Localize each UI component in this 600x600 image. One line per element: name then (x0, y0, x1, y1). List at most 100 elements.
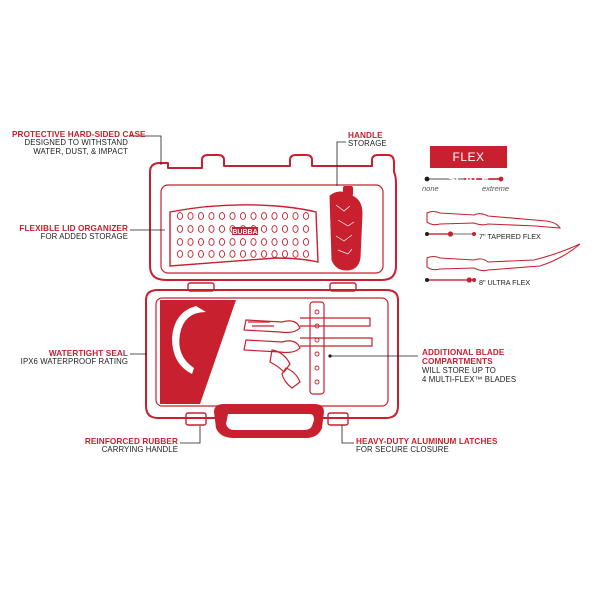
organizer-hole (271, 225, 278, 233)
organizer-hole (187, 238, 194, 246)
organizer-hole (229, 250, 236, 258)
organizer-hole (197, 225, 205, 233)
blade-tapered-scale (425, 231, 476, 237)
organizer-hole (250, 250, 257, 258)
organizer-hole (302, 250, 310, 258)
callout-handle-storage-title: HANDLE (348, 131, 383, 140)
brand-tag-text: BUBBA (232, 229, 257, 236)
knife-handles (243, 317, 373, 389)
organizer-hole (176, 212, 184, 220)
flex-scale-title: FLEX SCALE (430, 146, 507, 186)
callout-handle-grip-title: REINFORCED RUBBER (84, 437, 178, 446)
callout-case-line-2: WATER, DUST, & IMPACT (33, 147, 128, 157)
organizer-hole (229, 212, 236, 220)
callout-handle-grip-line-1: CARRYING HANDLE (101, 445, 178, 455)
organizer-hole (176, 225, 184, 233)
flex-scale-bar (424, 176, 504, 182)
callout-blades-line-2: 4 MULTI-FLEX™ BLADES (422, 374, 517, 384)
organizer-hole (218, 212, 226, 220)
organizer-hole (260, 225, 268, 233)
blade-tapered (426, 210, 562, 229)
blade-tapered-label: 7" TAPERED FLEX (479, 232, 541, 241)
flex-scale-title-scale: SCALE (447, 172, 490, 186)
callout-lid-title: FLEXIBLE LID ORGANIZER (19, 224, 128, 233)
callout-handle-storage-line-1: STORAGE (348, 139, 387, 149)
organizer-hole (176, 238, 184, 246)
organizer-hole (197, 250, 205, 258)
hinge-right (329, 282, 357, 292)
organizer-hole (260, 250, 268, 258)
blade-ultra-label: 8" ULTRA FLEX (479, 278, 531, 287)
callout-case-line-1: DESIGNED TO WITHSTAND (24, 138, 128, 148)
organizer-hole (208, 250, 215, 258)
organizer-hole (302, 225, 310, 233)
blade-ultra-scale (425, 277, 476, 283)
leader-case (130, 135, 162, 165)
latch-right[interactable] (327, 412, 349, 426)
organizer-hole (197, 212, 205, 220)
flex-scale-min-label: none (422, 184, 439, 193)
organizer-hole (260, 238, 268, 246)
leader-handle-grip (180, 426, 201, 444)
callout-seal: WATERTIGHT SEAL IPX6 WATERPROOF RATING (12, 349, 128, 367)
organizer-hole (208, 225, 215, 233)
blade-ultra (426, 243, 581, 272)
flex-start-dot (425, 278, 429, 282)
lid-outline (149, 154, 397, 281)
callout-latches: HEAVY-DUTY ALUMINUM LATCHES FOR SECURE C… (356, 437, 498, 455)
organizer-hole (187, 250, 194, 258)
flex-marker (447, 231, 454, 237)
handle-storage-texture (335, 204, 355, 255)
latch-left[interactable] (185, 412, 207, 426)
flex-marker (466, 277, 472, 283)
callout-handle-storage: HANDLE STORAGE (348, 131, 387, 149)
organizer-hole (271, 212, 278, 220)
handle-storage-shape (329, 191, 363, 271)
organizer-hole (187, 212, 194, 220)
organizer-hole (208, 212, 215, 220)
callout-lid-line-1: FOR ADDED STORAGE (40, 232, 128, 242)
organizer-hole (281, 238, 289, 246)
organizer-hole (260, 212, 268, 220)
organizer-hole (218, 225, 226, 233)
flex-scale-title-flex: FLEX (452, 150, 485, 164)
blade-compartment-rail (309, 301, 325, 395)
leader-end-dots (328, 354, 332, 358)
base-outline (145, 289, 399, 419)
callout-seal-line-1: IPX6 WATERPROOF RATING (20, 357, 128, 367)
organizer-hole (271, 238, 278, 246)
callout-handle-grip: REINFORCED RUBBER CARRYING HANDLE (60, 437, 178, 455)
lid-inner-outline (160, 184, 384, 274)
callout-lid: FLEXIBLE LID ORGANIZER FOR ADDED STORAGE (12, 224, 128, 242)
organizer-hole (229, 238, 236, 246)
organizer-hole (250, 212, 257, 220)
hook-logo (172, 306, 206, 374)
flex-start-dot (425, 232, 429, 236)
callout-latches-line-1: FOR SECURE CLOSURE (356, 445, 449, 455)
organizer-hole (292, 212, 299, 220)
brand-tag (232, 227, 258, 235)
organizer-hole (302, 238, 310, 246)
organizer-hole (292, 225, 299, 233)
flex-end-dot (472, 232, 476, 236)
leader-lines (130, 135, 418, 444)
organizer-hole (218, 238, 226, 246)
organizer-hole (281, 250, 289, 258)
organizer-hole (239, 212, 247, 220)
flex-end-dot (472, 278, 476, 282)
callout-case-title: PROTECTIVE HARD-SIDED CASE (12, 130, 146, 139)
organizer-hole (281, 212, 289, 220)
organizer-hole (281, 225, 289, 233)
organizer-hole (239, 238, 247, 246)
organizer-hole (187, 225, 194, 233)
flex-scale-max-label: extreme (482, 184, 510, 193)
leader-latches (341, 425, 354, 444)
callout-blades: ADDITIONAL BLADE COMPARTMENTS WILL STORE… (422, 348, 516, 385)
organizer-hole (239, 250, 247, 258)
organizer-hole (271, 250, 278, 258)
callout-seal-title: WATERTIGHT SEAL (48, 349, 128, 358)
organizer-hole (250, 238, 257, 246)
organizer-hole (208, 238, 215, 246)
